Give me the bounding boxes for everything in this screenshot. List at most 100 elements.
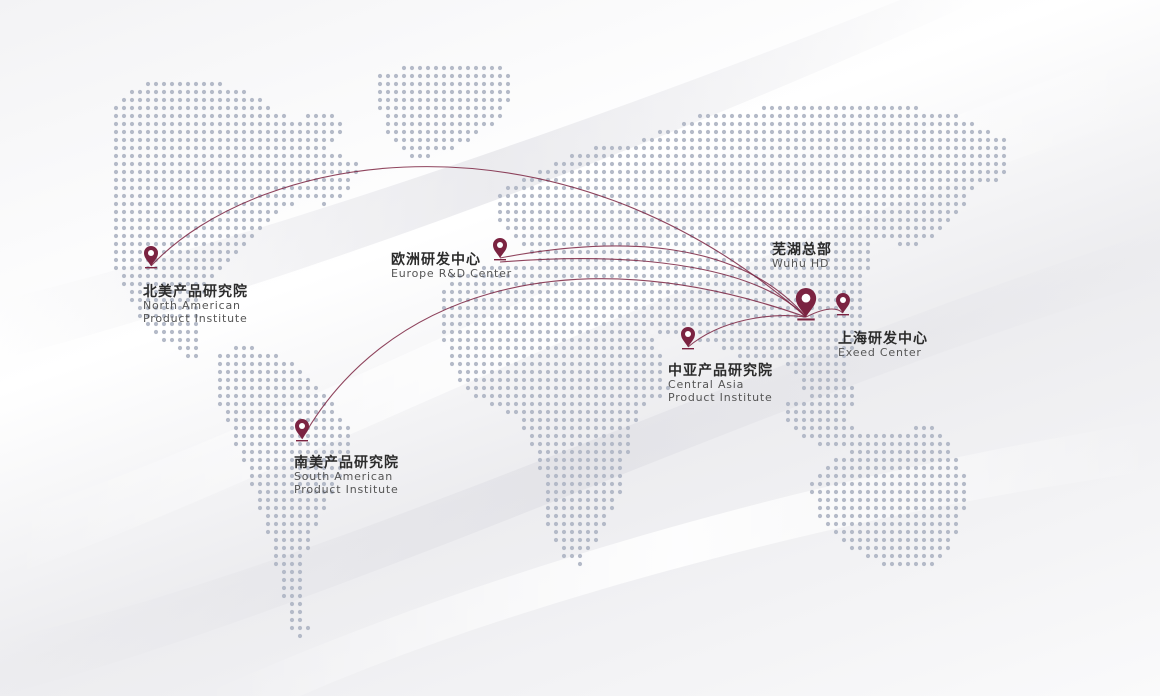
map-dot bbox=[569, 241, 575, 247]
map-dot bbox=[609, 217, 615, 223]
map-dot bbox=[865, 489, 871, 495]
map-dot bbox=[433, 81, 439, 87]
map-dot bbox=[585, 417, 591, 423]
map-dot bbox=[217, 113, 223, 119]
map-dot bbox=[281, 593, 287, 599]
map-dot bbox=[529, 177, 535, 183]
map-dot bbox=[841, 521, 847, 527]
map-dot bbox=[177, 265, 183, 271]
map-dot bbox=[817, 169, 823, 175]
map-dot bbox=[889, 465, 895, 471]
map-dot bbox=[937, 521, 943, 527]
map-dot bbox=[145, 273, 151, 279]
map-dot bbox=[609, 297, 615, 303]
map-dot bbox=[809, 233, 815, 239]
map-dot bbox=[529, 273, 535, 279]
map-dot bbox=[761, 121, 767, 127]
map-dot bbox=[873, 489, 879, 495]
map-dot bbox=[881, 465, 887, 471]
map-dot bbox=[465, 105, 471, 111]
map-dot bbox=[921, 129, 927, 135]
map-dot bbox=[145, 281, 151, 287]
map-dot bbox=[905, 489, 911, 495]
map-dot bbox=[849, 257, 855, 263]
map-dot bbox=[561, 297, 567, 303]
map-dot bbox=[833, 177, 839, 183]
map-dot bbox=[137, 121, 143, 127]
map-dot bbox=[201, 257, 207, 263]
map-dot bbox=[585, 497, 591, 503]
map-dot bbox=[697, 113, 703, 119]
map-dot bbox=[505, 265, 511, 271]
map-dot bbox=[377, 97, 383, 103]
map-dot bbox=[537, 193, 543, 199]
map-dot bbox=[793, 329, 799, 335]
map-dot bbox=[761, 153, 767, 159]
map-dot bbox=[841, 233, 847, 239]
map-dot bbox=[561, 353, 567, 359]
map-dot bbox=[137, 153, 143, 159]
map-dot bbox=[241, 377, 247, 383]
map-dot bbox=[553, 273, 559, 279]
map-dot bbox=[881, 233, 887, 239]
map-dot bbox=[849, 193, 855, 199]
map-dot bbox=[617, 177, 623, 183]
map-dot bbox=[753, 321, 759, 327]
map-dot bbox=[577, 497, 583, 503]
map-dot bbox=[553, 409, 559, 415]
map-dot bbox=[561, 313, 567, 319]
map-dot bbox=[817, 433, 823, 439]
map-dot bbox=[169, 185, 175, 191]
map-dot bbox=[1001, 137, 1007, 143]
map-dot bbox=[865, 177, 871, 183]
map-dot bbox=[665, 193, 671, 199]
map-dot bbox=[289, 593, 295, 599]
map-dot bbox=[905, 177, 911, 183]
map-dot bbox=[289, 401, 295, 407]
map-dot bbox=[769, 121, 775, 127]
map-dot bbox=[833, 169, 839, 175]
map-dot bbox=[553, 265, 559, 271]
map-dot bbox=[433, 73, 439, 79]
map-dot bbox=[129, 273, 135, 279]
map-dot bbox=[793, 217, 799, 223]
map-dot bbox=[985, 177, 991, 183]
map-dot bbox=[849, 537, 855, 543]
map-dot bbox=[561, 449, 567, 455]
map-dot bbox=[497, 113, 503, 119]
map-dot bbox=[769, 233, 775, 239]
map-dot bbox=[513, 225, 519, 231]
map-dot bbox=[681, 129, 687, 135]
map-dot bbox=[601, 377, 607, 383]
map-dot bbox=[801, 281, 807, 287]
map-dot bbox=[505, 321, 511, 327]
map-dot bbox=[561, 177, 567, 183]
map-dot bbox=[537, 241, 543, 247]
map-dot bbox=[497, 305, 503, 311]
map-dot bbox=[537, 185, 543, 191]
map-dot bbox=[625, 193, 631, 199]
map-dot bbox=[265, 113, 271, 119]
map-dot bbox=[521, 177, 527, 183]
map-dot bbox=[889, 441, 895, 447]
map-dot bbox=[417, 65, 423, 71]
map-dot bbox=[889, 489, 895, 495]
map-dot bbox=[233, 193, 239, 199]
map-dot bbox=[809, 241, 815, 247]
map-dot bbox=[305, 441, 311, 447]
map-dot bbox=[745, 257, 751, 263]
map-dot bbox=[737, 209, 743, 215]
map-dot bbox=[713, 121, 719, 127]
map-dot bbox=[945, 185, 951, 191]
map-dot bbox=[873, 193, 879, 199]
map-dot bbox=[689, 161, 695, 167]
map-dot bbox=[577, 545, 583, 551]
map-dot bbox=[289, 425, 295, 431]
map-dot bbox=[985, 169, 991, 175]
map-dot bbox=[857, 145, 863, 151]
map-dot bbox=[161, 225, 167, 231]
map-dot bbox=[897, 497, 903, 503]
map-dot bbox=[201, 105, 207, 111]
map-dot bbox=[801, 105, 807, 111]
map-dot bbox=[737, 233, 743, 239]
